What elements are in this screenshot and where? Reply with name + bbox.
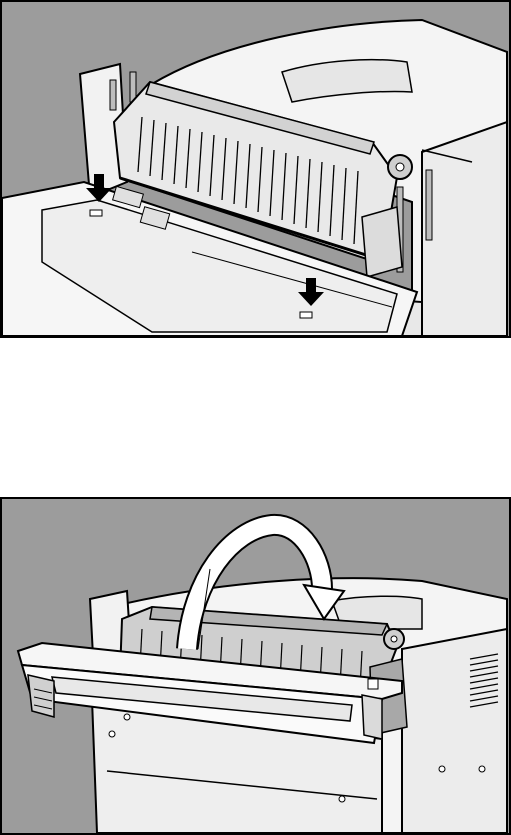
guide-pin-left-1: [110, 80, 116, 110]
screw: [479, 766, 485, 772]
fuser-removal-illustration: [0, 0, 511, 338]
screw: [109, 731, 115, 737]
gear-hub: [396, 163, 404, 171]
gear-hub: [391, 636, 397, 642]
door-right-post: [362, 695, 382, 739]
fuser-removal-drawing: [2, 2, 509, 336]
door-closing-illustration: [0, 497, 511, 835]
latch-right: [300, 312, 312, 318]
printer-right-side: [422, 122, 507, 336]
door-closing-drawing: [2, 499, 509, 833]
door-hinge-left: [28, 675, 54, 717]
screw: [339, 796, 345, 802]
latch-right: [368, 679, 378, 689]
screw: [124, 714, 130, 720]
guide-pin-right-2: [426, 170, 432, 240]
latch-left: [90, 210, 102, 216]
fuser-right-end: [362, 207, 402, 277]
screw: [439, 766, 445, 772]
printer-right-side: [402, 629, 507, 833]
